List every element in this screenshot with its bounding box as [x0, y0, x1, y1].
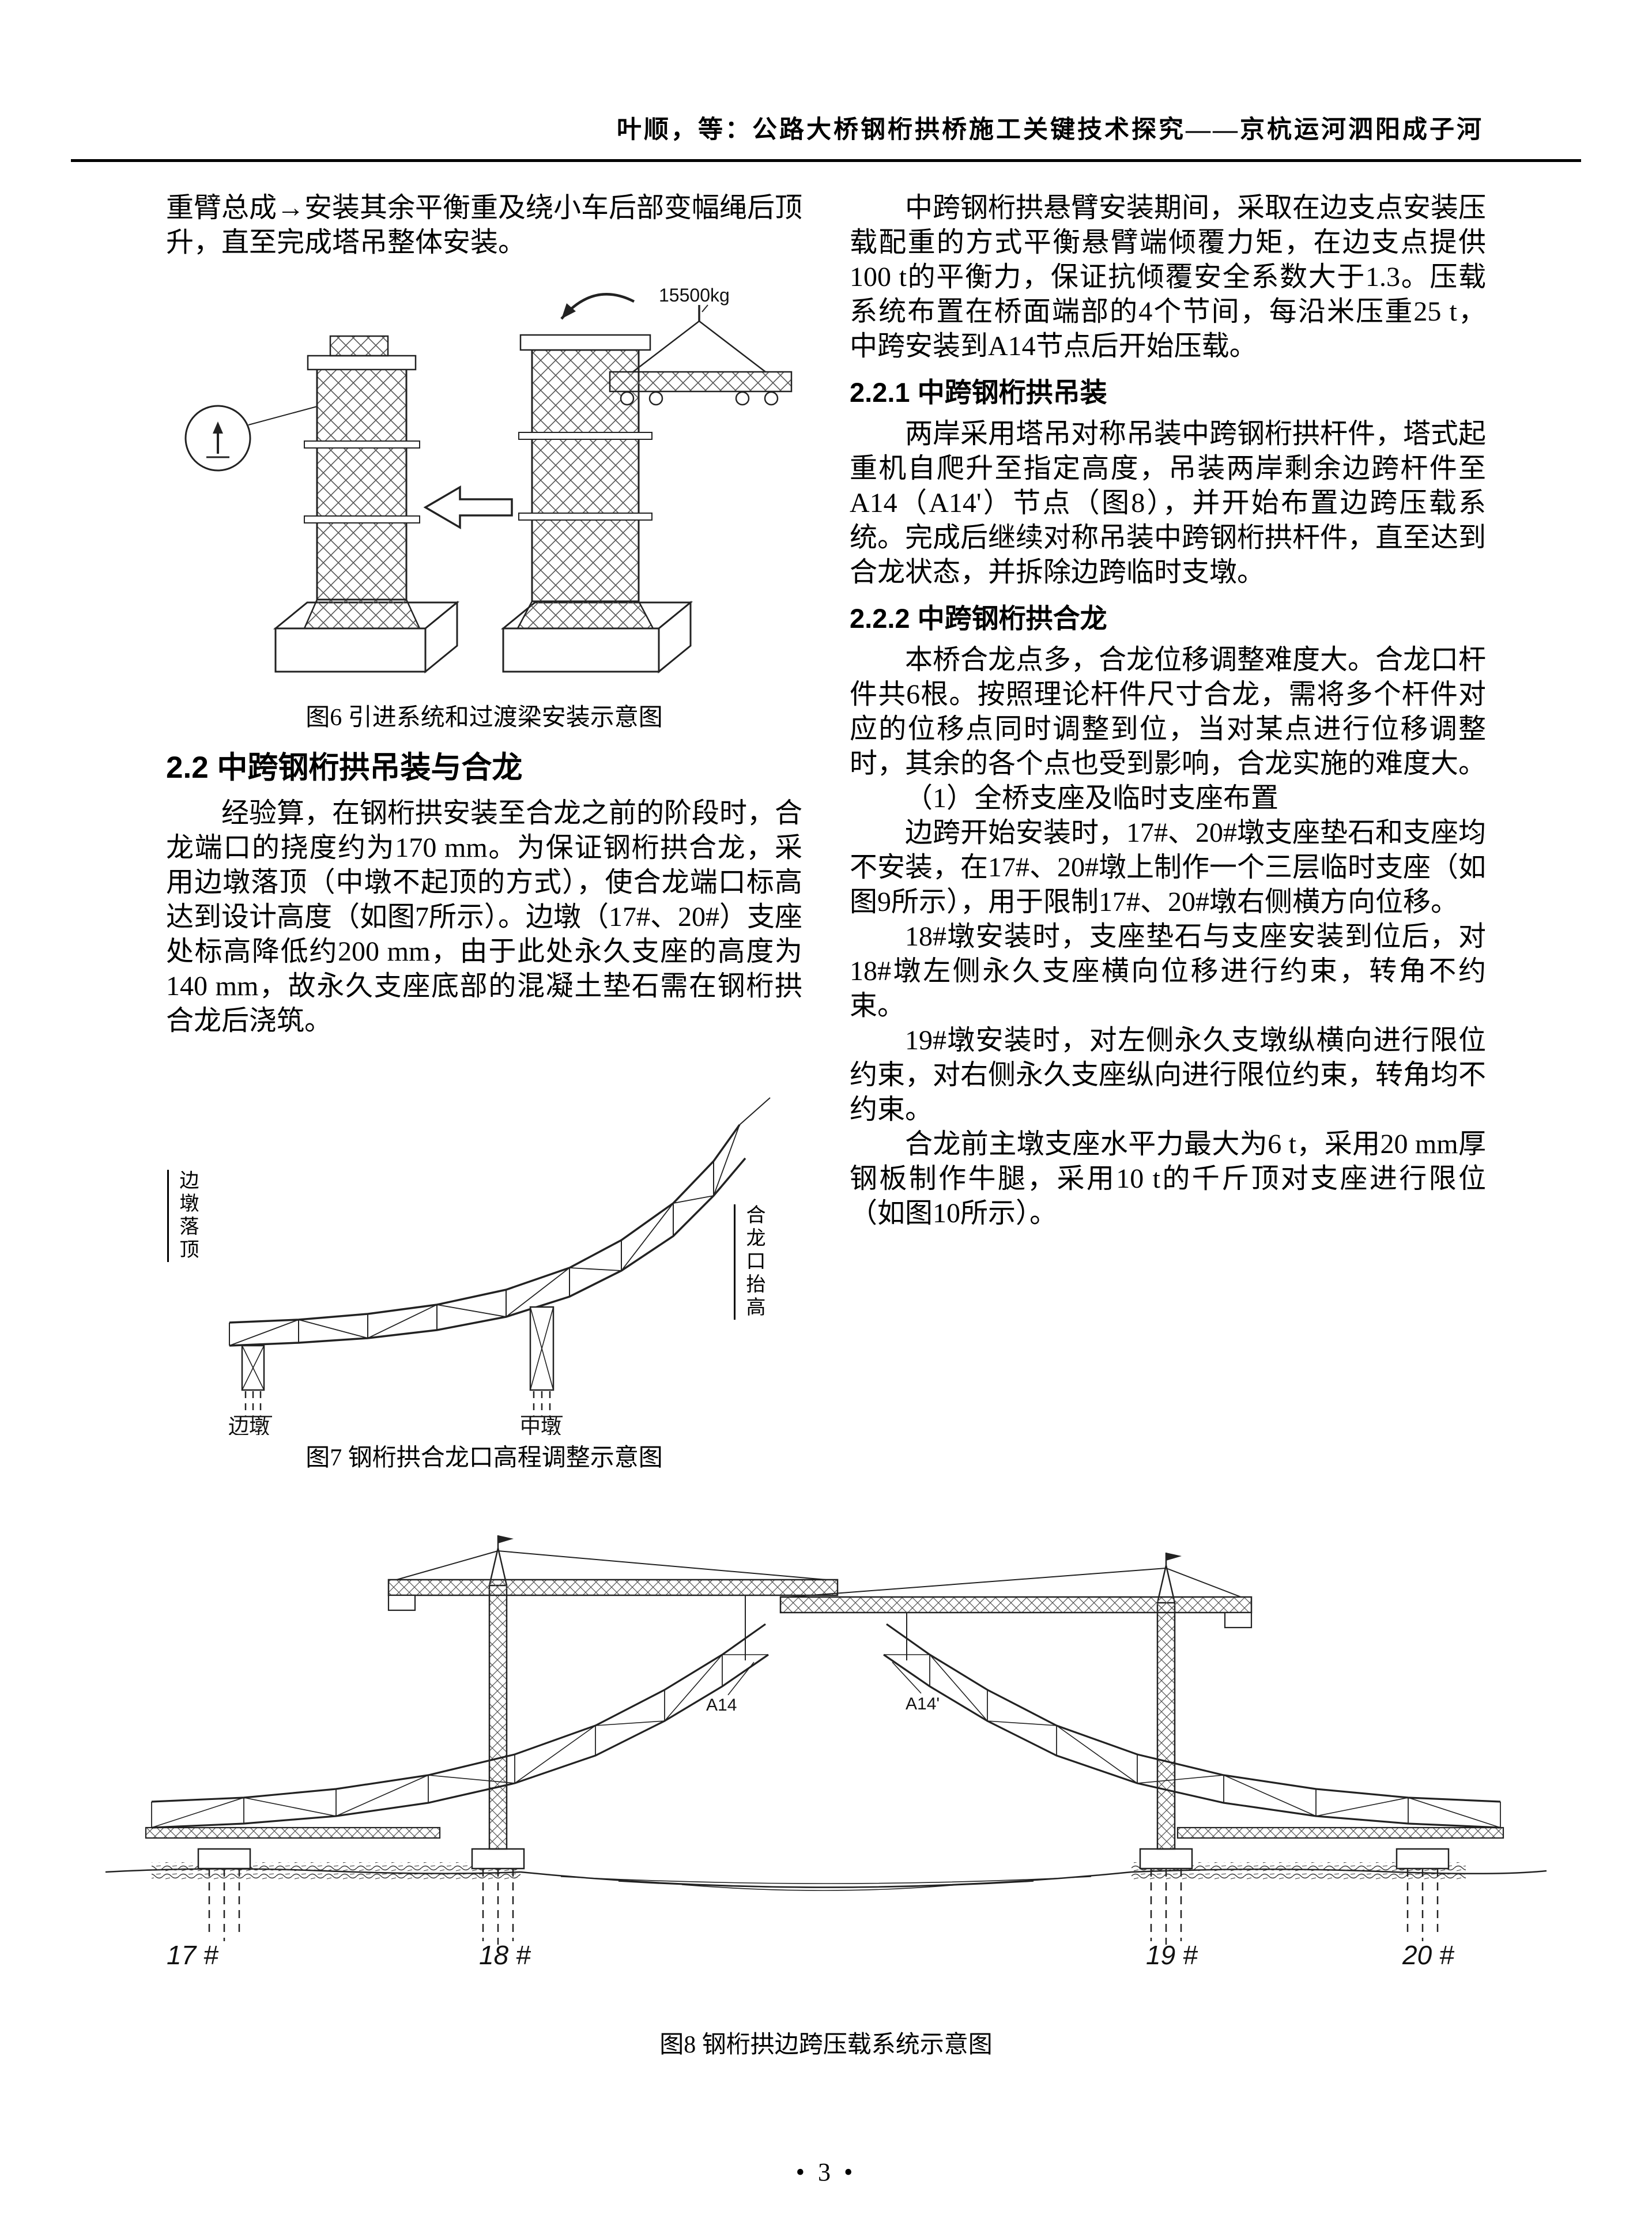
- figure7-drawing: 边墩 中墩: [228, 1097, 771, 1435]
- paragraph: 本桥合龙点多，合龙位移调整难度大。合龙口杆件共6根。按照理论杆件尺寸合龙，需将多…: [850, 645, 1487, 779]
- side-pier: [234, 1344, 272, 1418]
- left-tower-crane: [387, 1535, 839, 1850]
- figure8-drawing: A14 A14' 17 # 18 # 19 # 20 #: [105, 1535, 1547, 1970]
- paragraph: 中跨钢桁拱悬臂安装期间，采取在边支点安装压载配重的方式平衡悬臂端倾覆力矩，在边支…: [850, 193, 1487, 361]
- section-heading-2-2-2: 2.2.2 中跨钢桁拱合龙: [850, 603, 1107, 634]
- paragraph: 18#墩安装时，支座垫石与支座安装到位后，对18#墩左侧永久支座横向位移进行约束…: [850, 921, 1486, 1021]
- curved-arrow: [560, 293, 635, 320]
- figure-8: A14 A14' 17 # 18 # 19 # 20 # 图8 钢桁拱边跨压载系…: [82, 1525, 1570, 2060]
- right-arch-truss: [883, 1623, 1504, 1839]
- content-columns: 重臂总成→安装其余平衡重及绕小车后部变幅绳后顶升，直至完成塔吊整体安装。: [0, 162, 1652, 1473]
- detail-callout: [184, 405, 318, 472]
- side-pier-label: 边墩: [228, 1415, 270, 1435]
- pier-label-18: 18 #: [479, 1940, 531, 1970]
- mid-pier-label: 中墩: [520, 1415, 561, 1435]
- header-rule: [71, 159, 1581, 162]
- pier-label-19: 19 #: [1146, 1940, 1198, 1970]
- left-arch-truss: [145, 1623, 769, 1839]
- paragraph: 经验算，在钢桁拱安装至合龙之前的阶段时，合龙端口的挠度约为170 mm。为保证钢…: [166, 798, 803, 1036]
- left-tower: [316, 368, 408, 601]
- pier-label-20: 20 #: [1402, 1940, 1455, 1970]
- arch-web: [229, 1124, 740, 1346]
- paragraph: 19#墩安装时，对左侧永久支墩纵横向进行限位约束，对右侧永久支座纵向进行限位约束…: [850, 1025, 1487, 1125]
- node-label-a14: A14: [706, 1696, 737, 1715]
- weight-label: 15500kg: [659, 285, 730, 306]
- tower-leg: [303, 598, 421, 630]
- pier-17: [197, 1848, 251, 1941]
- middle-pier: [521, 1306, 563, 1418]
- section-heading-2-2: 2.2 中跨钢桁拱吊装与合龙: [166, 751, 523, 785]
- figure6-drawing: 15500kg: [184, 285, 793, 674]
- tower-leg: [516, 600, 655, 630]
- running-head: 叶顺，等：公路大桥钢桁拱桥施工关键技术探究——京杭运河泗阳成子河: [617, 116, 1484, 144]
- figure7-caption: 图7 钢桁拱合龙口高程调整示意图: [305, 1445, 663, 1471]
- left-column: 重臂总成→安装其余平衡重及绕小车后部变幅绳后顶升，直至完成塔吊整体安装。: [166, 191, 802, 1473]
- paragraph: 两岸采用塔吊对称吊装中跨钢桁拱杆件，塔式起重机自爬升至指定高度，吊装两岸剩余边跨…: [850, 419, 1487, 587]
- figure6-caption: 图6 引进系统和过渡梁安装示意图: [305, 705, 663, 731]
- side-pier-drop-label: 边墩落顶: [167, 1170, 202, 1262]
- right-tower-crane: [779, 1553, 1253, 1850]
- leftward-arrow: [423, 485, 513, 530]
- pier-label-17: 17 #: [167, 1940, 219, 1970]
- figure-7: 边墩 中墩 边墩落顶 合龙口抬高 图7 钢桁拱合龙口高程调整示意图: [166, 1089, 802, 1473]
- figure8-caption: 图8 钢桁拱边跨压载系统示意图: [659, 2032, 993, 2058]
- paragraph-continuation: 重臂总成→安装其余平衡重及绕小车后部变幅绳后顶升，直至完成塔吊整体安装。: [166, 193, 803, 258]
- journal-page: 叶顺，等：公路大桥钢桁拱桥施工关键技术探究——京杭运河泗阳成子河 重臂总成→安装…: [0, 116, 1652, 2186]
- list-item: （1）全桥支座及临时支座布置: [905, 783, 1279, 813]
- right-column: 中跨钢桁拱悬臂安装期间，采取在边支点安装压载配重的方式平衡悬臂端倾覆力矩，在边支…: [850, 191, 1486, 1473]
- arch-bottom-chord: [229, 1157, 746, 1347]
- paragraph: 边跨开始安装时，17#、20#墩支座垫石和支座均不安装，在17#、20#墩上制作…: [850, 818, 1487, 917]
- pier-19: [1139, 1848, 1193, 1945]
- closure-raise-label: 合龙口抬高: [734, 1204, 768, 1320]
- transition-beam: [609, 305, 793, 406]
- section-heading-2-2-1: 2.2.1 中跨钢桁拱吊装: [850, 377, 1107, 408]
- paragraph: 合龙前主墩支座水平力最大为6 t，采用20 mm厚钢板制作牛腿，采用10 t的千…: [850, 1129, 1486, 1229]
- page-number: • 3 •: [795, 2158, 857, 2186]
- node-label-a14-prime: A14': [906, 1694, 940, 1713]
- arch-top-chord: [229, 1124, 741, 1324]
- ground-line: [105, 1862, 1547, 1891]
- figure-6: 15500kg 图6 引进系统和过渡梁安装示意图: [166, 285, 802, 733]
- pier-20: [1395, 1848, 1450, 1941]
- pier-18: [471, 1848, 525, 1945]
